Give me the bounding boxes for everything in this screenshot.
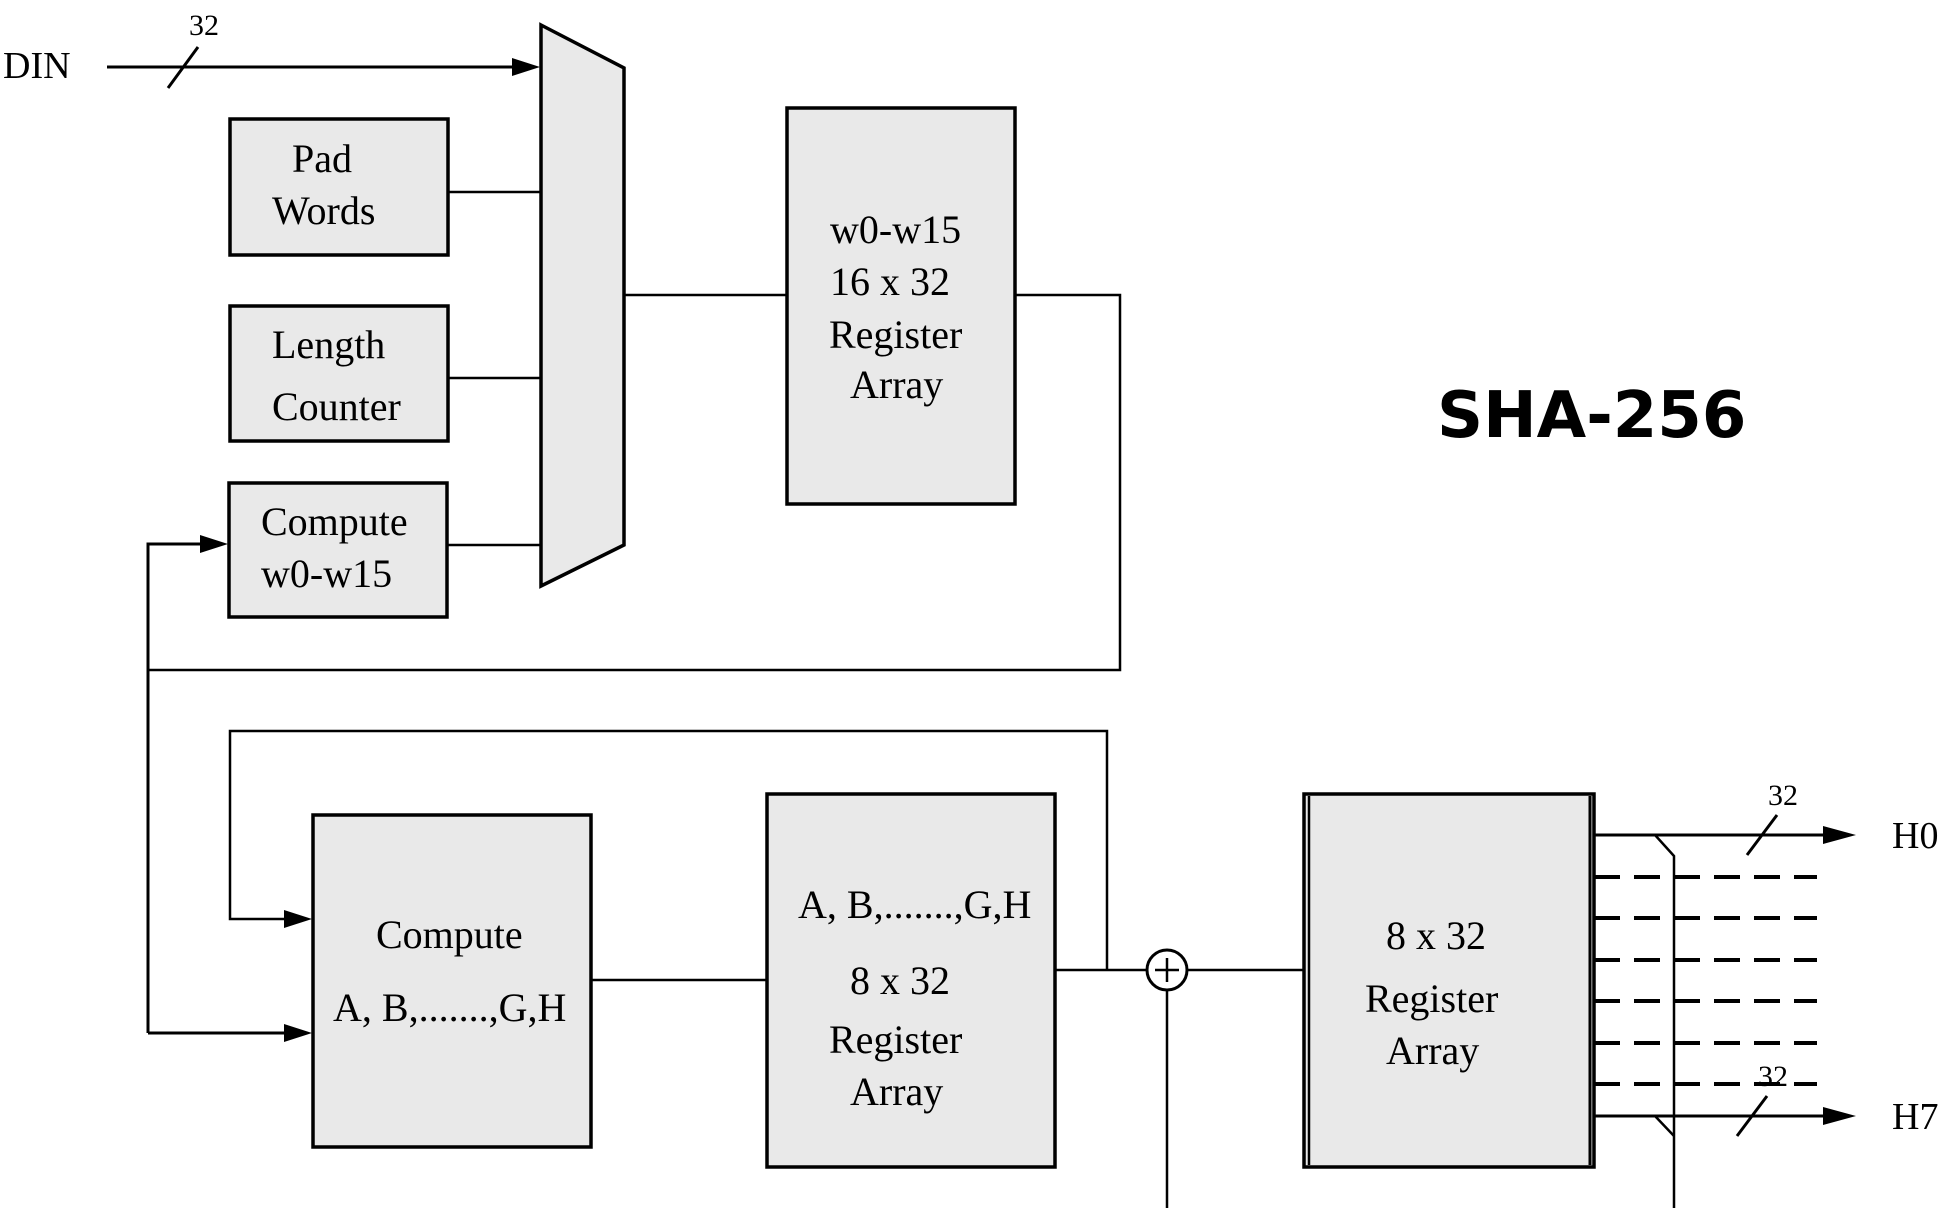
compute-ah-line-1: Compute [376, 912, 523, 957]
length-counter-line-2: Counter [272, 384, 401, 429]
compute-ah-upper-arrowhead-icon [284, 910, 312, 928]
ah-register-line-1: A, B,.......,G,H [798, 882, 1031, 927]
h-register-line-2: Register [1365, 976, 1498, 1021]
w-register-line-4: Array [850, 362, 943, 407]
w-feedback-wire [148, 293, 1122, 672]
compute-ah-line-2: A, B,.......,G,H [333, 985, 566, 1030]
h0-bus-slash [1745, 814, 1779, 856]
din-bus-slash [166, 46, 200, 89]
ah-register-line-4: Array [850, 1069, 943, 1114]
din-arrowhead-icon [512, 58, 540, 76]
pad-words-block [228, 117, 450, 257]
din-label: DIN [3, 45, 71, 87]
h7-bus-slash [1735, 1095, 1769, 1137]
din-bus-width: 32 [189, 9, 219, 42]
compute-ah-lower-arrowhead-icon [284, 1024, 312, 1042]
ah-register-array-block [765, 792, 1057, 1169]
h0-label: H0 [1892, 815, 1938, 857]
compute-w-block [227, 481, 449, 619]
compute-w-line-2: w0-w15 [261, 551, 392, 596]
compute-ah-block [311, 813, 593, 1149]
ah-register-line-3: Register [829, 1017, 962, 1062]
length-counter-line-1: Length [272, 322, 385, 367]
h7-bus-width: 32 [1758, 1060, 1788, 1093]
pad-words-line-2: Words [272, 188, 375, 233]
length-counter-block [228, 304, 450, 443]
w-register-array-block [785, 106, 1017, 506]
h7-bus-tap [1654, 1115, 1675, 1137]
h7-label: H7 [1892, 1096, 1938, 1138]
diagram-title: SHA-256 [1437, 379, 1746, 453]
pad-words-line-1: Pad [292, 136, 352, 181]
w-feedback-return-wire [146, 542, 210, 1033]
h-feedback-bus-wire [1654, 834, 1676, 1208]
compute-w-input-arrowhead-icon [200, 535, 228, 553]
h0-arrowhead-icon [1823, 826, 1856, 844]
w-register-line-2: 16 x 32 [830, 259, 950, 304]
h-register-line-3: Array [1386, 1028, 1479, 1073]
ah-feedback-wire [228, 729, 1109, 970]
h-register-array-block [1302, 792, 1596, 1169]
compute-w-line-1: Compute [261, 499, 408, 544]
w-register-line-3: Register [829, 312, 962, 357]
ah-register-line-2: 8 x 32 [850, 958, 950, 1003]
w-register-line-1: w0-w15 [830, 207, 961, 252]
adder [1145, 948, 1189, 992]
h0-bus-width: 32 [1768, 779, 1798, 812]
input-multiplexer [539, 22, 626, 589]
h-register-line-1: 8 x 32 [1386, 913, 1486, 958]
h7-arrowhead-icon [1823, 1107, 1856, 1125]
